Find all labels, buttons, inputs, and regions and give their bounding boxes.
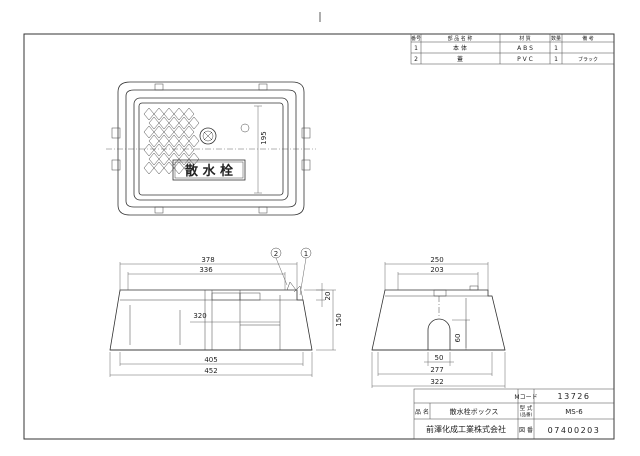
- grip-diamond: [163, 143, 175, 157]
- grip-diamond: [173, 161, 185, 175]
- table-row-1-no: 1: [414, 45, 418, 52]
- pipe-opening: [427, 318, 451, 350]
- grip-diamond: [163, 161, 175, 175]
- mcode-label: Mコード: [514, 394, 537, 401]
- grip-diamond: [178, 116, 190, 130]
- grip-diamond: [148, 134, 160, 148]
- dim-322: 322: [430, 378, 443, 386]
- table-header-name: 部 品 名 称: [448, 35, 473, 42]
- front-view: 378 336 320 405 452 20 150 2 1: [109, 247, 343, 377]
- grip-diamond: [158, 152, 170, 166]
- grip-diamond: [173, 125, 185, 139]
- table-header-material: 材 質: [519, 35, 531, 42]
- grip-diamond: [168, 134, 180, 148]
- model-label: 型 式: [520, 404, 533, 412]
- dim-20: 20: [324, 292, 332, 301]
- grip-diamond: [178, 152, 190, 166]
- table-row-1-name: 本 体: [453, 44, 467, 52]
- company-name: 前澤化成工業株式会社: [426, 424, 506, 434]
- grip-diamond: [188, 152, 200, 166]
- grip-diamond: [148, 152, 160, 166]
- side-view: 250 203 60 50 277 322: [371, 256, 506, 388]
- parts-table: 番号 部 品 名 称 材 質 数量 備 考 1 本 体 A B S 1 2 蓋 …: [410, 33, 615, 65]
- model-value: MS-6: [565, 408, 583, 416]
- grip-diamond: [168, 152, 180, 166]
- drawing-no-label: 図 番: [519, 427, 533, 434]
- grip-diamond: [153, 161, 165, 175]
- table-header-no: 番号: [411, 35, 421, 42]
- model-sub-label: (品番): [520, 411, 533, 418]
- grip-diamond: [183, 143, 195, 157]
- callout-1-label: 1: [304, 250, 308, 258]
- grip-diamond: [188, 134, 200, 148]
- callout-2-label: 2: [274, 250, 278, 258]
- grip-diamond: [158, 116, 170, 130]
- grip-diamond: [143, 107, 155, 121]
- grip-diamond: [153, 143, 165, 157]
- name-value: 散水栓ボックス: [450, 407, 499, 416]
- table-row-2-remarks: ブラック: [578, 56, 598, 63]
- grip-diamond: [173, 143, 185, 157]
- grip-diamond: [153, 125, 165, 139]
- table-row-2-name: 蓋: [457, 55, 463, 63]
- dim-452: 452: [204, 367, 217, 375]
- dim-277: 277: [430, 366, 443, 374]
- table-header-remarks: 備 考: [582, 35, 594, 42]
- grip-diamond: [178, 134, 190, 148]
- dim-60: 60: [454, 334, 462, 343]
- grip-diamond: [163, 107, 175, 121]
- title-block: Mコード 13726 品 名 散水栓ボックス 型 式 (品番) MS-6 前澤化…: [413, 388, 615, 440]
- logo-circle: [199, 127, 217, 145]
- dim-203: 203: [430, 266, 443, 274]
- lid-label-box: [172, 159, 246, 181]
- grip-diamond: [163, 125, 175, 139]
- grip-diamond: [143, 143, 155, 157]
- grip-diamond: [153, 107, 165, 121]
- drawing-frame: [23, 33, 615, 440]
- drawing-no-value: 07400203: [548, 426, 601, 435]
- dim-405: 405: [204, 356, 217, 364]
- grip-diamond: [183, 161, 195, 175]
- grip-diamond: [183, 125, 195, 139]
- dim-150: 150: [335, 313, 343, 326]
- dim-50: 50: [435, 354, 444, 362]
- dim-378: 378: [201, 256, 214, 264]
- grip-diamond: [183, 107, 195, 121]
- table-header-qty: 数量: [551, 35, 561, 42]
- dim-250: 250: [430, 256, 443, 264]
- grip-diamond: [148, 116, 160, 130]
- lid-label-text: 散 水 栓: [185, 163, 233, 179]
- grip-diamond: [158, 134, 170, 148]
- grip-diamond: [173, 107, 185, 121]
- dim-320: 320: [193, 312, 206, 320]
- dim-336: 336: [199, 266, 213, 274]
- grip-diamond: [143, 161, 155, 175]
- top-view: 散 水 栓 195: [106, 81, 316, 216]
- name-label: 品 名: [415, 408, 429, 416]
- table-row-1-qty: 1: [554, 45, 558, 52]
- grip-diamond: [143, 125, 155, 139]
- dim-195: 195: [260, 131, 268, 144]
- table-row-1-material: A B S: [517, 45, 533, 52]
- mcode-value: 13726: [558, 392, 591, 401]
- table-row-2-qty: 1: [554, 56, 558, 63]
- lid-grip-pattern: [143, 107, 200, 175]
- grip-diamond: [168, 116, 180, 130]
- table-row-2-material: P V C: [517, 56, 533, 63]
- grip-diamond: [188, 116, 200, 130]
- table-row-2-no: 2: [414, 56, 418, 63]
